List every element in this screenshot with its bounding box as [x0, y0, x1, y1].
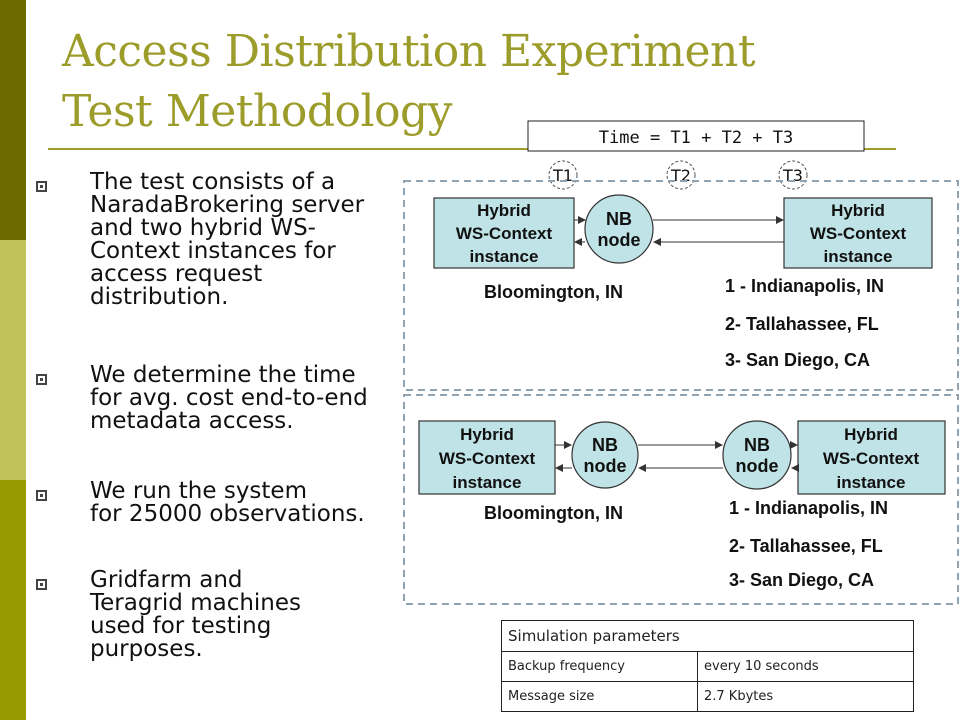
box-label: WS-Context: [439, 449, 536, 468]
node-label: NB: [744, 435, 770, 455]
bullet-text: The test consists of a NaradaBrokering s…: [90, 169, 365, 310]
sidebar-band-top: [0, 0, 26, 240]
bottom-scenario-frame: [403, 394, 959, 605]
top-site-3: 3- San Diego, CA: [725, 350, 870, 370]
bottom-right-hybrid-box: [797, 420, 946, 495]
bottom-nb-node-2: [722, 420, 792, 490]
top-scenario-frame: [403, 180, 959, 391]
time-formula: Time = T1 + T2 + T3: [599, 128, 793, 148]
bullet-text: Gridfarm and Teragrid machines used for …: [90, 567, 302, 662]
slide-subtitle: Test Methodology: [62, 86, 453, 137]
top-left-hybrid-box: [433, 197, 575, 269]
box-label: instance: [824, 247, 893, 266]
box-label: instance: [470, 247, 539, 266]
bullet-item: Gridfarm and Teragrid machines used for …: [36, 569, 416, 661]
bullet-icon: [36, 579, 47, 590]
bullet-item: The test consists of a NaradaBrokering s…: [36, 171, 416, 309]
node-label: NB: [606, 209, 632, 229]
box-label: WS-Context: [810, 224, 907, 243]
bullet-item: We determine the time for avg. cost end-…: [36, 364, 416, 433]
param-name: Message size: [501, 681, 698, 712]
table-row: Message size 2.7 Kbytes: [501, 681, 914, 712]
t1-marker: [548, 160, 578, 190]
box-label: Hybrid: [844, 425, 898, 444]
param-value: every 10 seconds: [697, 651, 914, 682]
t1-label: T1: [552, 166, 573, 185]
bottom-site-1: 1 - Indianapolis, IN: [729, 498, 888, 518]
t3-label: T3: [782, 166, 803, 185]
bottom-location-label: Bloomington, IN: [484, 503, 623, 523]
node-label: node: [736, 456, 779, 476]
box-label: instance: [837, 473, 906, 492]
box-label: Hybrid: [477, 201, 531, 220]
top-nb-node: [584, 194, 654, 264]
top-site-2: 2- Tallahassee, FL: [725, 314, 879, 334]
sidebar-band-bottom: [0, 480, 26, 720]
node-label: node: [598, 230, 641, 250]
bottom-site-3: 3- San Diego, CA: [729, 570, 874, 590]
sidebar-band-middle: [0, 240, 26, 480]
box-label: Hybrid: [831, 201, 885, 220]
bullet-icon: [36, 490, 47, 501]
param-name: Backup frequency: [501, 651, 698, 682]
bullet-item: We run the system for 25000 observations…: [36, 480, 416, 526]
bullet-text: We determine the time for avg. cost end-…: [90, 362, 368, 434]
slide-title: Access Distribution Experiment: [62, 26, 756, 77]
top-site-1: 1 - Indianapolis, IN: [725, 276, 884, 296]
bottom-left-hybrid-box: [418, 420, 556, 495]
box-label: WS-Context: [823, 449, 920, 468]
table-row: Backup frequency every 10 seconds: [501, 651, 914, 682]
box-label: instance: [453, 473, 522, 492]
bullet-text: We run the system for 25000 observations…: [90, 478, 365, 527]
bullet-icon: [36, 374, 47, 385]
table-header: Simulation parameters: [501, 620, 914, 652]
bottom-nb-node-1: [571, 421, 639, 489]
top-location-label: Bloomington, IN: [484, 282, 623, 302]
t2-marker: [666, 160, 696, 190]
box-label: Hybrid: [460, 425, 514, 444]
param-value: 2.7 Kbytes: [697, 681, 914, 712]
bullet-icon: [36, 181, 47, 192]
bottom-site-2: 2- Tallahassee, FL: [729, 536, 883, 556]
t2-label: T2: [670, 166, 691, 185]
time-formula-box: [527, 120, 865, 152]
node-label: NB: [592, 435, 618, 455]
table-header-row: Simulation parameters: [501, 620, 914, 652]
node-label: node: [584, 456, 627, 476]
box-label: WS-Context: [456, 224, 553, 243]
t3-marker: [778, 160, 808, 190]
title-divider: [48, 148, 896, 150]
simulation-parameters-table: Simulation parameters Backup frequency e…: [501, 620, 914, 712]
top-right-hybrid-box: [783, 197, 933, 269]
